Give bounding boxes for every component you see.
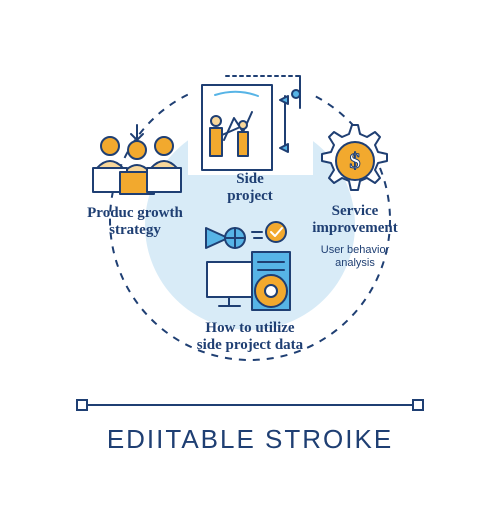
user-behavior-line-2: analysis xyxy=(335,256,375,269)
service-improvement-label: Service improvement xyxy=(300,203,410,238)
decor-line xyxy=(76,399,424,411)
utilize-data-line-1: How to utilize xyxy=(205,320,295,336)
service-improvement-line-2: improvement xyxy=(312,220,398,237)
product-growth-line-2: strategy xyxy=(109,222,161,239)
svg-text:$: $ xyxy=(350,148,361,173)
product-growth-line-1: Produc growth xyxy=(87,205,183,221)
service-improvement-line-1: Service xyxy=(331,203,379,219)
user-behavior-line-1: User behavior xyxy=(320,244,390,256)
data-computer-icon xyxy=(205,221,291,311)
side-project-line-2: project xyxy=(227,188,273,205)
utilize-data-label: How to utilize side project data xyxy=(165,320,335,355)
utilize-data-line-2: side project data xyxy=(196,337,304,354)
dollar-gear-icon: $ xyxy=(321,124,388,191)
product-growth-label: Produc growth strategy xyxy=(70,205,200,240)
editable-stroke-banner: EDIITABLE STROIKE xyxy=(106,424,394,454)
team-presentation-icon xyxy=(92,124,182,195)
side-project-board-icon xyxy=(188,70,313,175)
side-project-label: Side project xyxy=(215,171,285,206)
user-behavior-label: User behavior analysis xyxy=(300,244,410,269)
side-project-line-1: Side xyxy=(236,171,264,187)
